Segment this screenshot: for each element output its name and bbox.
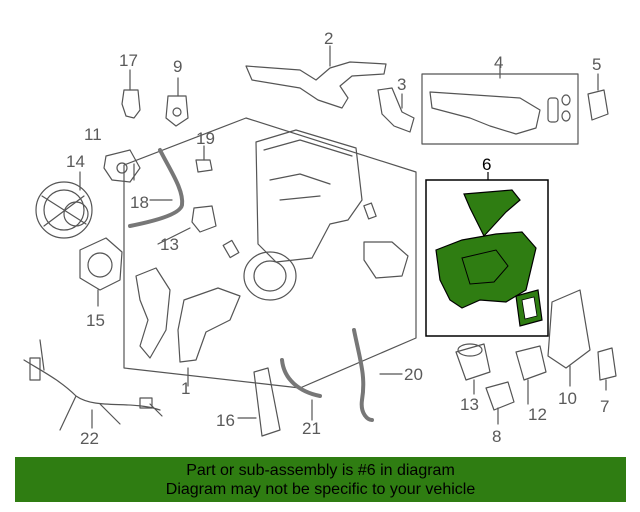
part-13-seal: [455, 343, 491, 381]
callout-18: 18: [130, 193, 149, 212]
part-14-blower-motor: [35, 181, 93, 239]
callout-12: 12: [528, 405, 547, 424]
banner-line-2: Diagram may not be specific to your vehi…: [165, 481, 476, 498]
callout-7: 7: [600, 397, 610, 416]
part-3-bracket: [377, 87, 415, 133]
callout-20: 20: [404, 365, 423, 384]
duct-part: [135, 267, 171, 359]
part-8-actuator: [485, 381, 515, 411]
part-2-duct: [245, 61, 387, 109]
part-11-actuator: [103, 149, 141, 183]
part-6-upper-piece: [463, 189, 521, 238]
part-10-case: [547, 289, 591, 369]
callout-3: 3: [397, 75, 407, 94]
callout-9: 9: [173, 57, 183, 76]
part-4-duct: [429, 91, 541, 135]
part-15-motor-housing: [79, 237, 123, 291]
part-9-actuator: [165, 95, 189, 127]
callout-14: 14: [66, 152, 85, 171]
banner-line-1: Part or sub-assembly is #6 in diagram: [186, 462, 455, 479]
callout-13-upper: 13: [160, 235, 179, 254]
part-6-highlight: [425, 172, 549, 337]
part-18-hose: [128, 148, 185, 228]
part-7-bracket: [597, 347, 617, 381]
part-13-actuator: [191, 205, 217, 233]
callout-8: 8: [492, 427, 502, 446]
part-6-frame: [425, 179, 549, 337]
callout-16: 16: [216, 411, 235, 430]
part-21-hose: [280, 358, 322, 398]
notice-banner: Part or sub-assembly is #6 in diagram Di…: [15, 457, 626, 502]
callout-2: 2: [324, 29, 334, 48]
duct-part-2: [177, 287, 241, 363]
part-17-sensor: [121, 89, 141, 119]
callout-13-lower: 13: [460, 395, 479, 414]
callout-22: 22: [80, 429, 99, 448]
callout-1: 1: [181, 379, 191, 398]
part-16-bracket: [253, 367, 281, 437]
callout-19: 19: [196, 129, 215, 148]
callout-17: 17: [119, 51, 138, 70]
part-12-actuator: [515, 345, 547, 381]
callout-4: 4: [494, 53, 504, 72]
callout-15: 15: [86, 311, 105, 330]
duct-frame: [421, 73, 579, 145]
callout-11: 11: [84, 125, 102, 144]
callout-10: 10: [558, 389, 577, 408]
callout-6: 6: [482, 155, 492, 174]
hvac-housing: [255, 129, 363, 263]
part-19-bolt: [195, 159, 213, 173]
callout-5: 5: [592, 55, 602, 74]
parts-diagram: [23, 45, 617, 437]
part-20-hose: [352, 328, 374, 422]
part-22-wire-harness: [23, 339, 163, 431]
callout-21: 21: [302, 419, 321, 438]
housing-frame: [123, 117, 417, 389]
part-5-clip: [587, 89, 609, 121]
